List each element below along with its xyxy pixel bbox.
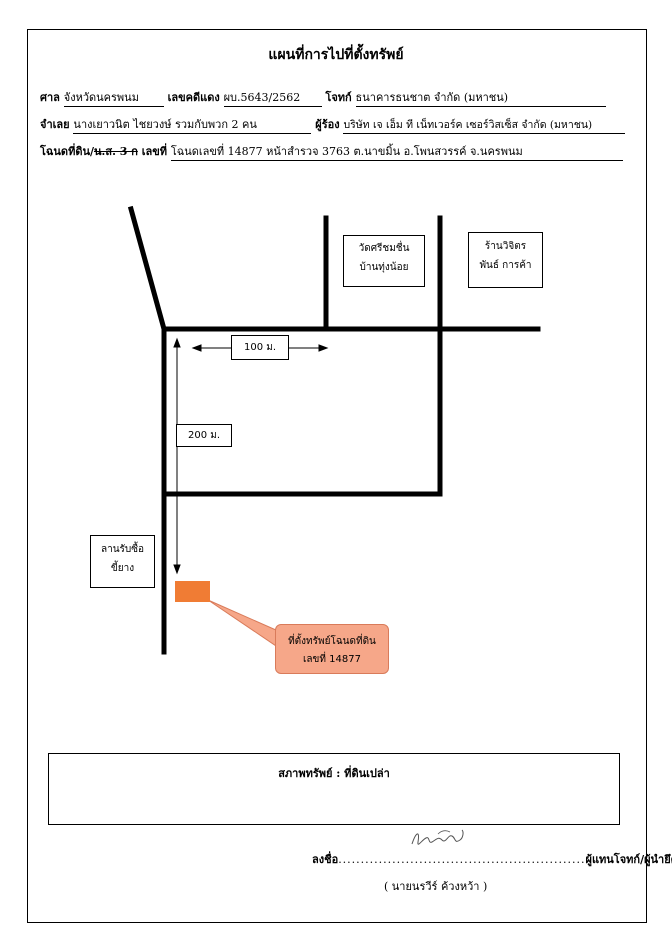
temple-landmark: วัดศรีชมชื่น บ้านทุ่งน้อย xyxy=(343,235,425,287)
road-diagonal xyxy=(127,205,168,333)
deed-label: โฉนดที่ดิน/ xyxy=(40,145,94,158)
plaintiff-value: ธนาคารธนชาต จำกัด (มหาชน) xyxy=(355,88,606,107)
arrow-head-right xyxy=(318,344,329,352)
shop-label-line-2: พันธ์ การค้า xyxy=(479,260,532,271)
distance-horizontal-label: 100 ม. xyxy=(231,335,289,360)
signature-label: ลงชื่อ xyxy=(312,853,339,866)
document-frame xyxy=(27,29,647,923)
defendant-value: นางเยาวนิต ไชยวงษ์ รวมกับพวก 2 คน xyxy=(73,115,312,134)
callout-line-2: เลขที่ 14877 xyxy=(303,654,361,665)
temple-label-line-2: บ้านทุ่งน้อย xyxy=(359,262,409,273)
property-status-box: สภาพทรัพย์ : ที่ดินเปล่า xyxy=(48,753,620,825)
signer-name: ( นายนรวีร์ ค้วงหว้า ) xyxy=(384,880,488,893)
defendant-label: จำเลย xyxy=(40,118,70,131)
deed-struck-text: น.ส. 3 ก xyxy=(94,145,138,158)
court-label: ศาล xyxy=(40,91,60,104)
court-value: จังหวัดนครพนม xyxy=(63,88,164,107)
signature-role: ผู้แทนโจทก์/ผู้นำยึด xyxy=(585,853,672,866)
property-callout: ที่ตั้งทรัพย์โฉนดที่ดิน เลขที่ 14877 xyxy=(275,624,389,674)
callout-line-1: ที่ตั้งทรัพย์โฉนดที่ดิน xyxy=(288,636,376,647)
temple-label-line-1: วัดศรีชมชื่น xyxy=(358,243,410,254)
rubber-label-line-2: ขี้ยาง xyxy=(110,563,135,574)
plaintiff-label: โจทก์ xyxy=(325,91,352,104)
signature-dots: ........................................… xyxy=(338,853,586,866)
buyer-value: บริษัท เจ เอ็ม ที เน็ทเวอร์ค เซอร์วิสเซ็… xyxy=(343,116,626,134)
distance-arrows xyxy=(173,337,329,575)
callout-pointer xyxy=(207,599,286,653)
rubber-yard-landmark: ลานรับซื้อ ขี้ยาง xyxy=(90,535,155,588)
property-location-marker xyxy=(175,581,210,602)
arrow-head-down xyxy=(173,564,181,575)
deed-number-label: เลขที่ xyxy=(141,145,167,158)
case-label: เลขคดีแดง xyxy=(167,91,220,104)
shop-label-line-1: ร้านวิจิตร xyxy=(484,241,527,252)
header-line-3: โฉนดที่ดิน/น.ส. 3 ก เลขที่ โฉนดเลขที่ 14… xyxy=(40,142,623,161)
case-value: ผบ.5643/2562 xyxy=(223,88,322,107)
deed-value: โฉนดเลขที่ 14877 หน้าสำรวจ 3763 ต.นาขมิ้… xyxy=(170,142,623,161)
roads xyxy=(127,205,541,655)
header-line-2: จำเลย นางเยาวนิต ไชยวงษ์ รวมกับพวก 2 คน … xyxy=(40,115,626,134)
handwritten-signature xyxy=(411,829,464,845)
signature-line: ลงชื่อ..................................… xyxy=(312,850,672,868)
arrow-head-up xyxy=(173,337,181,348)
distance-vertical-label: 200 ม. xyxy=(176,424,232,447)
shop-landmark: ร้านวิจิตร พันธ์ การค้า xyxy=(468,232,543,288)
arrow-head-left xyxy=(191,344,202,352)
document-title: แผนที่การไปที่ตั้งทรัพย์ xyxy=(268,47,404,63)
rubber-label-line-1: ลานรับซื้อ xyxy=(100,544,145,555)
property-status-text: สภาพทรัพย์ : ที่ดินเปล่า xyxy=(278,767,390,780)
buyer-label: ผู้ร้อง xyxy=(315,118,340,131)
header-line-1: ศาล จังหวัดนครพนม เลขคดีแดง ผบ.5643/2562… xyxy=(40,88,606,107)
